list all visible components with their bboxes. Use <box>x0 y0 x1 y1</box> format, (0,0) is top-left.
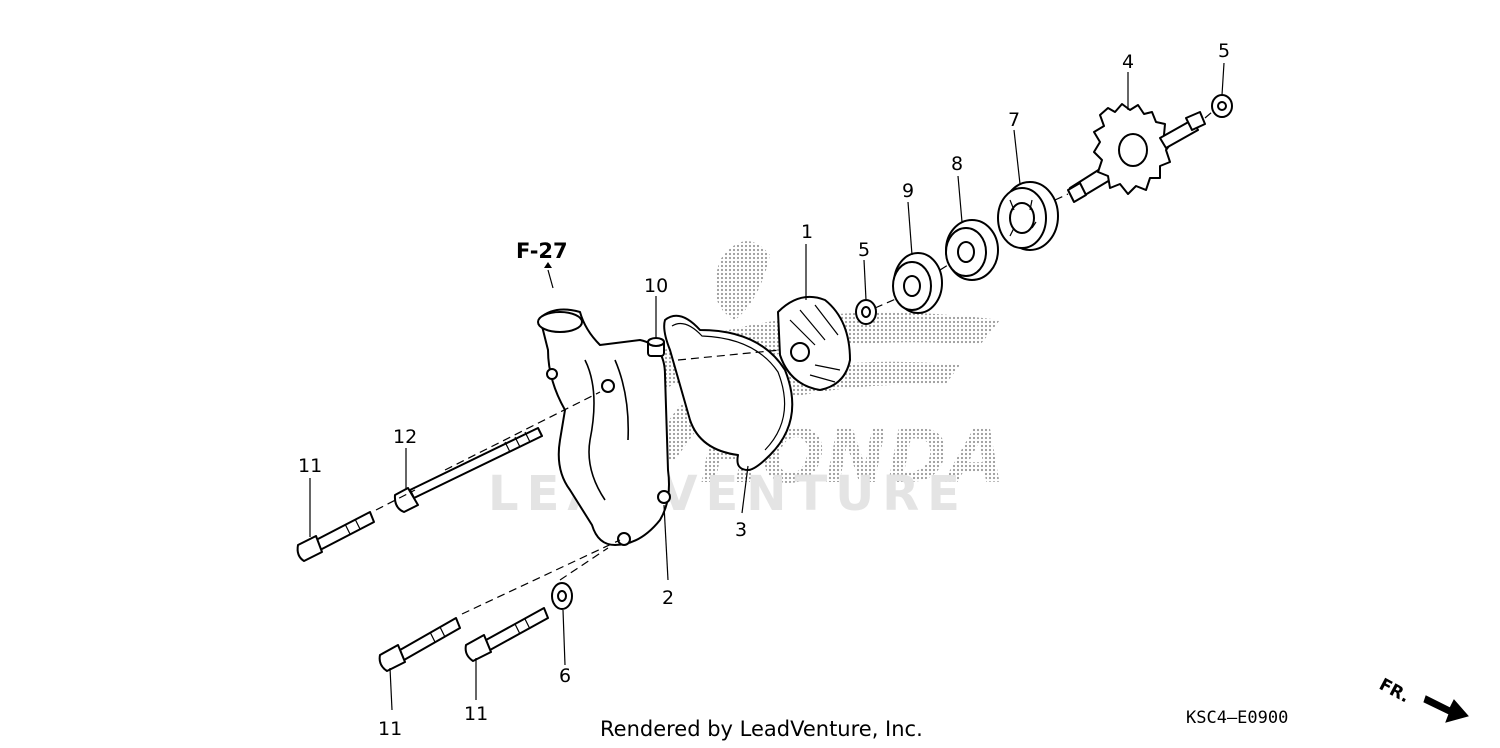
callout-11-lower-left: 11 <box>378 718 402 740</box>
callout-3: 3 <box>735 519 747 541</box>
rendered-by-credit: Rendered by LeadVenture, Inc. <box>600 717 923 741</box>
flange-bolt-short <box>464 607 549 662</box>
washer-small <box>855 299 877 325</box>
leadventure-watermark-text: LEADVENTURE <box>488 466 968 522</box>
oil-seal <box>892 252 943 314</box>
flange-bolt-long <box>378 617 461 672</box>
impeller <box>777 296 851 391</box>
pump-shaft-gear <box>1067 103 1206 203</box>
callout-8: 8 <box>951 153 963 175</box>
reference-arrow-head <box>544 262 552 268</box>
radial-bearing <box>997 181 1059 251</box>
front-label: FR. <box>1376 675 1413 707</box>
dowel-pin <box>647 337 665 357</box>
oil-seal-outer <box>945 219 999 281</box>
gasket <box>663 314 794 471</box>
callout-11-upper: 11 <box>298 455 322 477</box>
long-stud-bolt <box>393 427 543 513</box>
callout-4: 4 <box>1122 51 1134 73</box>
callout-10: 10 <box>644 275 668 297</box>
flange-bolt <box>296 511 375 562</box>
washer-top <box>1211 94 1233 118</box>
front-direction-indicator: FR. <box>1376 675 1469 723</box>
callout-7: 7 <box>1008 109 1020 131</box>
callout-6: 6 <box>559 665 571 687</box>
callout-5-middle: 5 <box>858 239 870 261</box>
callout-9: 9 <box>902 180 914 202</box>
callout-11-lower-middle: 11 <box>464 703 488 725</box>
callout-2: 2 <box>662 587 674 609</box>
diagram-code: KSC4—E0900 <box>1186 708 1288 728</box>
callout-5-top: 5 <box>1218 40 1230 62</box>
callout-1: 1 <box>801 221 813 243</box>
front-arrow-icon <box>1423 695 1469 723</box>
assembly-lines <box>375 111 1213 615</box>
sealing-washer <box>551 582 573 610</box>
reference-arrow <box>547 269 554 289</box>
section-reference: F-27 <box>516 239 568 263</box>
water-pump-cover <box>537 308 671 546</box>
callout-12: 12 <box>393 426 417 448</box>
callout-leaders <box>309 62 1225 711</box>
